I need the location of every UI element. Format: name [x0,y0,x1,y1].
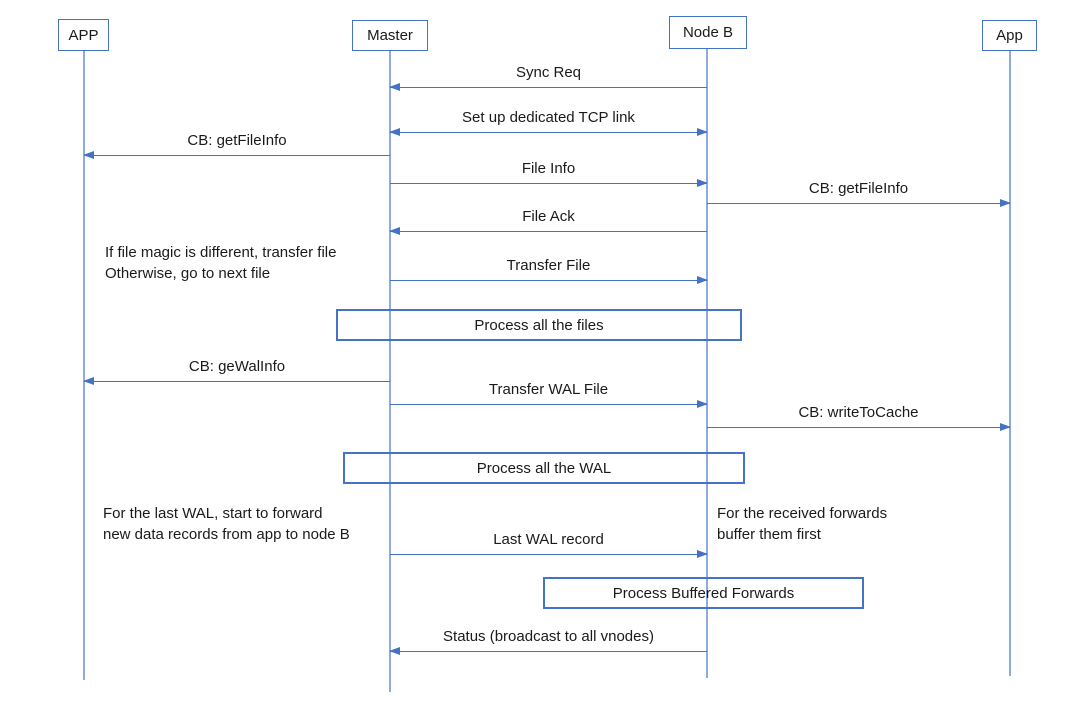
message-label: Status (broadcast to all vnodes) [443,628,654,645]
arrow-right-icon [697,179,708,188]
lifeline-master [389,51,391,692]
arrow-right-icon [1000,423,1011,432]
message-line [389,83,707,92]
message-sync-req: Sync Req [389,61,707,92]
message-line [389,128,708,137]
note-buffer-forwards: For the received forwards buffer them fi… [717,503,887,545]
message-tcp-link: Set up dedicated TCP link [389,106,708,137]
message-line [707,199,1011,208]
note-last-wal-forward: For the last WAL, start to forward new d… [103,503,350,545]
message-status-broadcast: Status (broadcast to all vnodes) [389,625,707,656]
lifeline-node-b [706,49,708,678]
message-label: CB: getFileInfo [808,180,909,197]
message-label: File Info [521,160,576,177]
process-box-label: Process all the files [474,316,604,334]
process-box-label: Process Buffered Forwards [612,584,795,602]
actor-box-app-left: APP [58,19,109,51]
process-box-wal: Process all the WAL [343,452,745,484]
message-line [707,423,1011,432]
note-line: For the last WAL, start to forward [103,505,323,522]
actor-label: Master [367,27,413,44]
actor-label: App [996,27,1023,44]
message-label: Last WAL record [493,531,604,548]
arrow-left-icon [389,227,400,236]
message-cb-gewalinfo: CB: geWalInfo [83,355,390,386]
message-cb-writetocache: CB: writeToCache [707,401,1011,432]
arrow-left-icon [83,151,94,160]
arrow-right-icon [697,276,708,285]
process-box-files: Process all the files [336,309,742,341]
arrow-right-icon [1000,199,1011,208]
message-line [83,377,390,386]
note-line: If file magic is different, transfer fil… [105,244,337,261]
message-label: Sync Req [515,64,582,81]
message-line [390,550,708,559]
actor-box-master: Master [352,20,428,51]
message-line [389,227,707,236]
message-file-info: File Info [390,157,708,188]
message-cb-getfileinfo-right: CB: getFileInfo [707,177,1011,208]
message-line [390,276,708,285]
arrow-right-icon [697,550,708,559]
message-line [83,151,390,160]
note-line: new data records from app to node B [103,526,350,543]
note-line: For the received forwards [717,505,888,522]
message-label: CB: geWalInfo [188,358,286,375]
message-transfer-wal-file: Transfer WAL File [390,378,708,409]
message-line [390,179,708,188]
actor-box-app-right: App [982,20,1037,51]
message-line [390,400,708,409]
actor-label: APP [68,26,99,44]
actor-box-node-b: Node B [669,16,747,49]
message-label: CB: getFileInfo [187,132,287,149]
note-file-magic: If file magic is different, transfer fil… [105,242,336,284]
arrow-right-icon [697,400,708,409]
note-line: buffer them first [717,526,821,543]
message-label: Set up dedicated TCP link [462,109,635,126]
message-transfer-file: Transfer File [390,254,708,285]
message-label: Transfer File [506,257,591,274]
note-line: Otherwise, go to next file [105,265,271,282]
message-label: File Ack [522,208,575,225]
arrow-left-icon [389,647,400,656]
lifeline-app-left [83,51,85,680]
arrow-left-icon [83,377,94,386]
arrow-left-icon [389,128,400,137]
process-box-label: Process all the WAL [476,459,612,477]
message-file-ack: File Ack [389,205,707,236]
actor-label: Node B [682,24,734,41]
message-cb-getfileinfo-left: CB: getFileInfo [83,129,390,160]
message-line [389,647,707,656]
arrow-right-icon [697,128,708,137]
process-box-buffered-forwards: Process Buffered Forwards [543,577,864,609]
arrow-left-icon [389,83,400,92]
lifeline-app-right [1009,51,1011,676]
message-label: CB: writeToCache [798,404,919,421]
message-label: Transfer WAL File [488,381,609,398]
message-last-wal-record: Last WAL record [390,528,708,559]
